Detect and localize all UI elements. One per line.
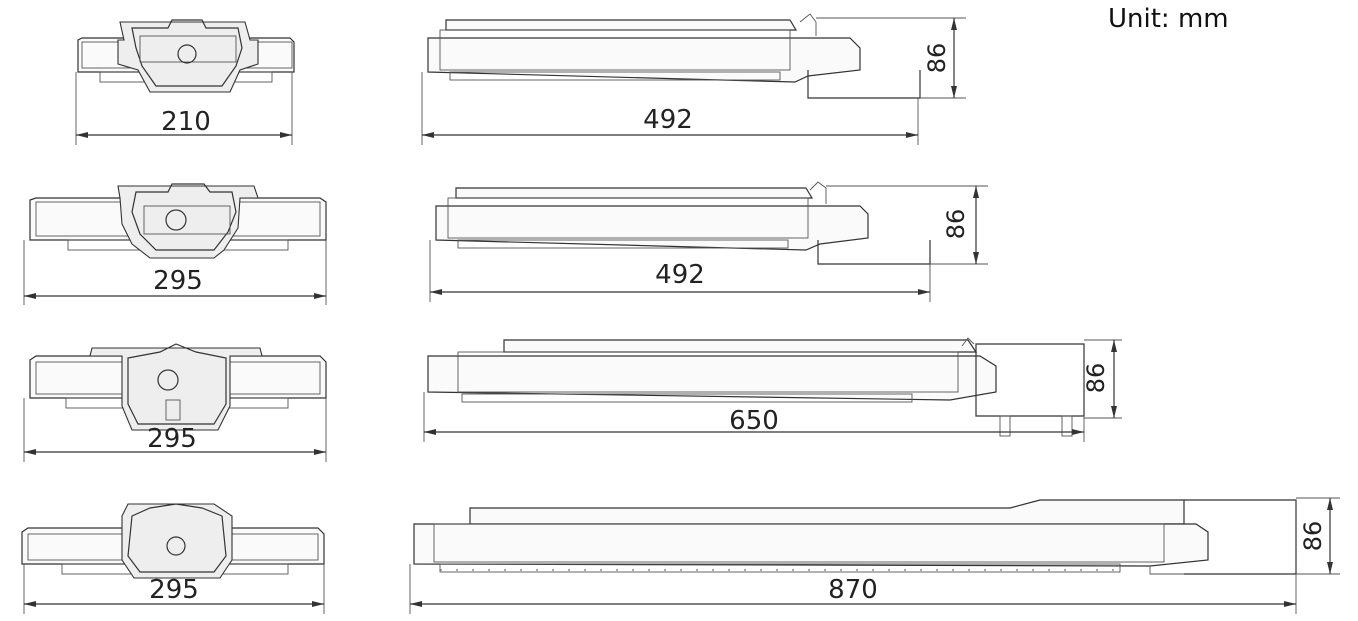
row-2-side-length: 492	[655, 260, 705, 290]
row-4-side-dim: 870 86	[409, 497, 1340, 614]
row-3-side-dim: 650 86	[423, 339, 1122, 442]
row-3-front-width: 295	[147, 424, 197, 454]
row-3-height: 86	[1082, 363, 1110, 394]
row-1-front-dim: 210	[75, 72, 293, 145]
row-1-height: 86	[923, 43, 951, 74]
row-3-side-view	[427, 337, 1085, 437]
row-1-side-dim: 492 86	[421, 17, 966, 145]
row-3-front-view	[29, 343, 327, 431]
row-2-front-view	[29, 183, 327, 259]
row-2-front-width: 295	[153, 266, 203, 296]
row-4-side-length: 870	[828, 575, 878, 605]
row-2-front-dim: 295	[23, 240, 327, 305]
row-2-height: 86	[942, 209, 970, 240]
row-1-front-width: 210	[161, 107, 211, 137]
row-2-side-dim: 492 86	[429, 186, 988, 302]
row-4-front-width: 295	[149, 575, 199, 605]
row-1-front-view	[77, 19, 295, 93]
row-3-side-length: 650	[729, 406, 779, 436]
row-3-front-dim: 295	[23, 398, 327, 462]
row-4-height: 86	[1299, 521, 1327, 552]
row-4-side-view	[413, 499, 1297, 575]
row-1-side-length: 492	[643, 105, 693, 135]
row-4-front-view	[21, 503, 325, 579]
row-1-side-view	[427, 13, 921, 99]
row-2-side-view	[435, 181, 988, 265]
row-4-front-dim: 295	[23, 564, 325, 614]
unit-label: Unit: mm	[1108, 4, 1229, 34]
